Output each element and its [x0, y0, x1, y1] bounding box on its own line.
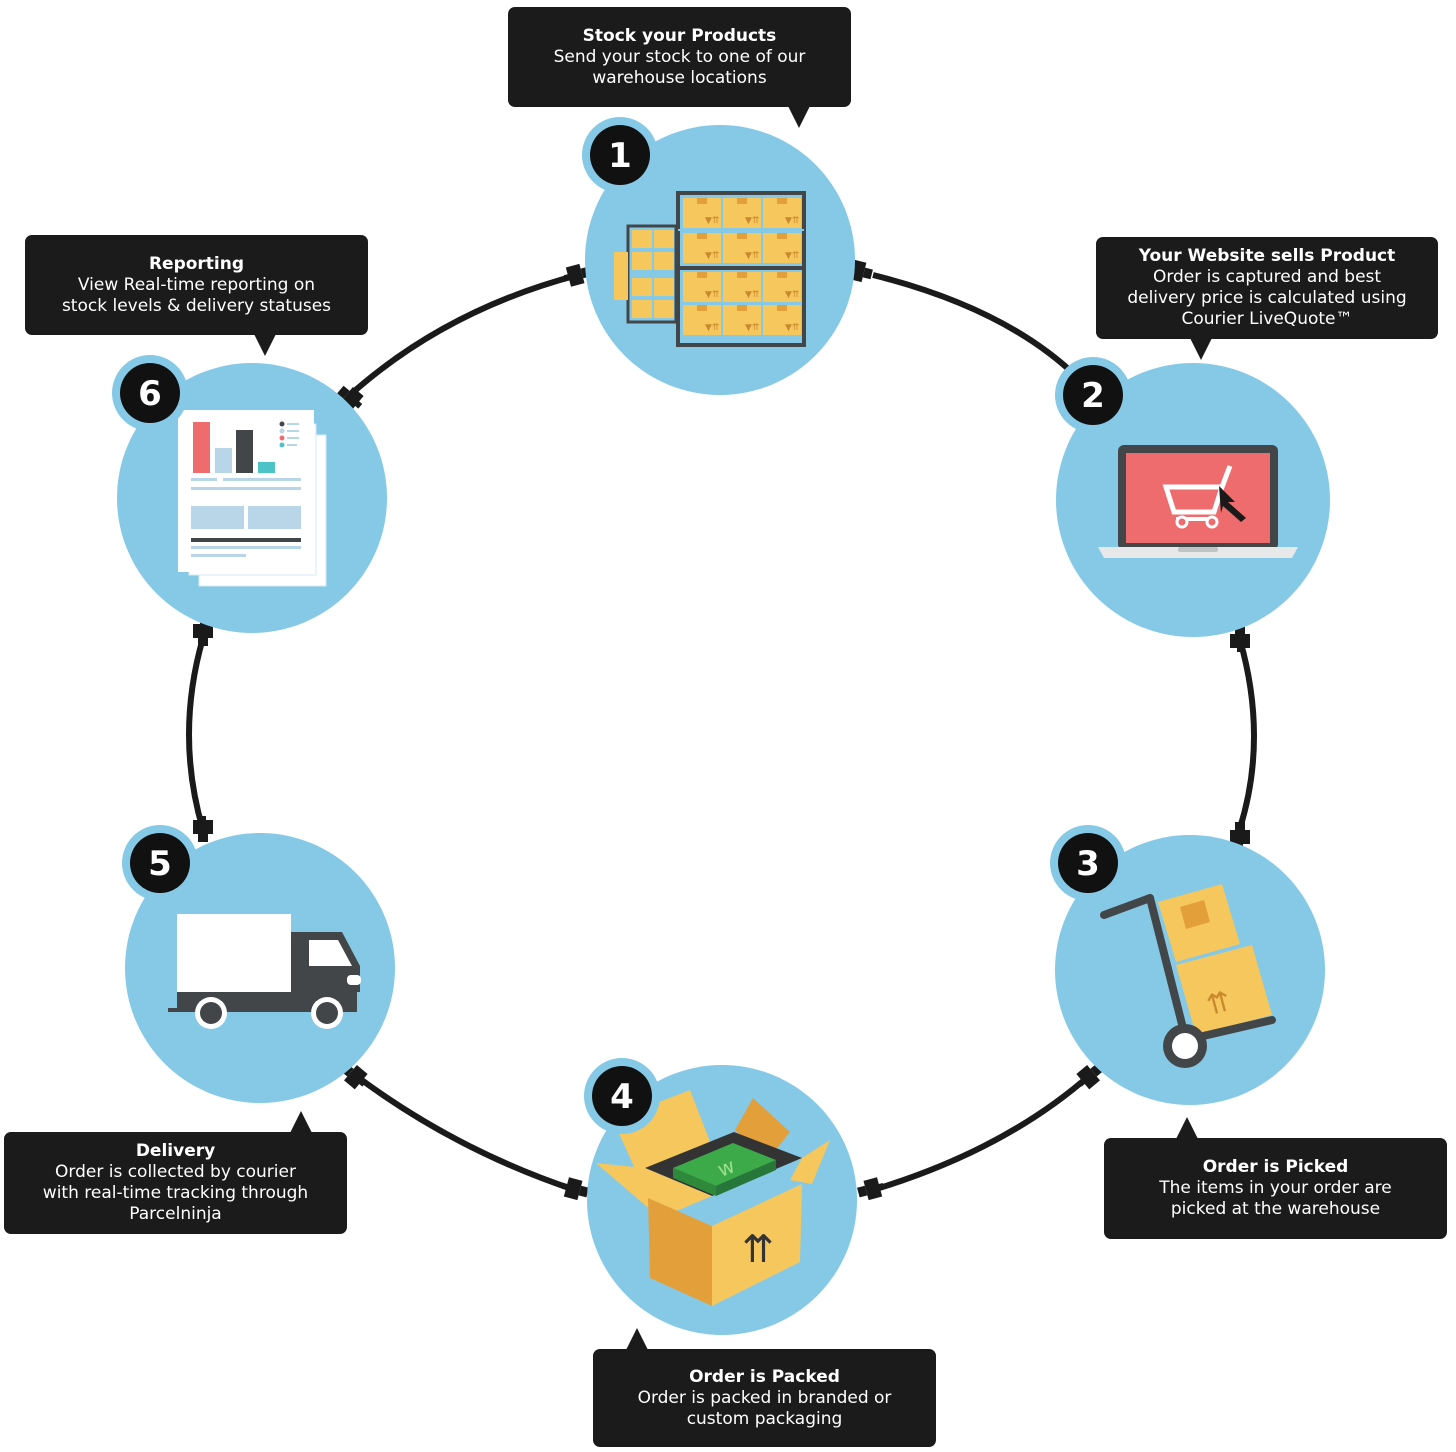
callout-step-5-line-2: with real-time tracking through: [42, 1183, 309, 1203]
connector-3-4: [855, 1059, 1107, 1203]
step-1-badge: 1: [582, 117, 658, 193]
report-document-icon: [178, 410, 327, 587]
callout-step-4-line-1: Order is packed in branded or: [637, 1387, 892, 1408]
step-5-badge: 5: [122, 825, 198, 901]
callout-step-2-line-2: delivery price is calculated using: [1127, 288, 1407, 308]
step-4-badge: 4: [584, 1058, 660, 1134]
callout-step-1-pointer: [788, 106, 810, 128]
callout-step-5-pointer: [290, 1111, 312, 1133]
callout-step-6: Reporting View Real-time reporting on st…: [25, 235, 368, 356]
callout-step-5-line-1: Order is collected by courier: [55, 1162, 296, 1182]
callout-step-1: Stock your Products Send your stock to o…: [508, 7, 851, 128]
step-6-node: 6: [112, 355, 387, 633]
callout-step-5-title: Delivery: [135, 1141, 216, 1161]
callout-step-4-title: Order is Packed: [689, 1366, 840, 1387]
step-4-number: 4: [610, 1077, 634, 1117]
callout-step-5: Delivery Order is collected by courier w…: [4, 1111, 347, 1234]
step-4-node: w ⇈ 4: [584, 1058, 857, 1335]
step-6-badge: 6: [112, 355, 188, 431]
step-2-badge: 2: [1055, 357, 1131, 433]
svg-text:⇈: ⇈: [742, 1227, 774, 1271]
step-2-number: 2: [1081, 376, 1105, 416]
callout-step-2: Your Website sells Product Order is capt…: [1096, 237, 1438, 360]
step-3-node: ⇈ 3: [1050, 825, 1325, 1105]
step-1-number: 1: [608, 136, 632, 176]
callout-step-5-line-3: Parcelninja: [129, 1204, 222, 1224]
connector-6-1: [333, 261, 593, 414]
callout-step-1-line-1: Send your stock to one of our: [553, 46, 806, 67]
callout-step-6-title: Reporting: [148, 253, 245, 274]
delivery-truck-icon: [168, 914, 361, 1029]
callout-step-1-line-2: warehouse locations: [592, 67, 767, 88]
connector-1-2: [844, 258, 1079, 379]
callout-step-3-pointer: [1176, 1117, 1198, 1139]
step-1-node: 1: [582, 117, 855, 395]
callout-step-3-title: Order is Picked: [1202, 1157, 1349, 1177]
callout-step-6-line-2: stock levels & delivery statuses: [61, 295, 332, 316]
callout-step-2-line-3: Courier LiveQuote™: [1181, 309, 1353, 329]
connector-5-6: [186, 620, 213, 842]
callout-step-4-pointer: [626, 1328, 648, 1350]
callout-step-4: Order is Packed Order is packed in brand…: [593, 1328, 936, 1447]
connector-4-5: [337, 1059, 591, 1203]
callout-step-4-line-2: custom packaging: [686, 1408, 843, 1429]
callout-step-3-line-1: The items in your order are: [1159, 1178, 1392, 1198]
step-5-number: 5: [148, 844, 172, 884]
callout-step-1-title: Stock your Products: [582, 25, 777, 46]
step-3-number: 3: [1076, 844, 1100, 884]
open-box-icon: w ⇈: [596, 1090, 830, 1306]
step-6-number: 6: [138, 374, 162, 414]
callout-step-2-line-1: Order is captured and best: [1152, 267, 1382, 287]
step-3-badge: 3: [1050, 825, 1126, 901]
callout-step-2-pointer: [1190, 338, 1212, 360]
step-5-node: 5: [122, 825, 395, 1103]
laptop-cart-icon: [1098, 445, 1298, 558]
step-2-node: 2: [1055, 357, 1330, 637]
callout-step-3-line-2: picked at the warehouse: [1170, 1199, 1381, 1219]
callout-step-3: Order is Picked The items in your order …: [1104, 1117, 1447, 1239]
warehouse-shelves-icon: [614, 191, 806, 347]
callout-step-2-title: Your Website sells Product: [1138, 246, 1396, 266]
callout-step-6-pointer: [254, 334, 276, 356]
connector-2-3: [1230, 626, 1257, 848]
callout-step-6-line-1: View Real-time reporting on: [77, 274, 316, 295]
hand-truck-icon: ⇈: [1100, 884, 1276, 1068]
